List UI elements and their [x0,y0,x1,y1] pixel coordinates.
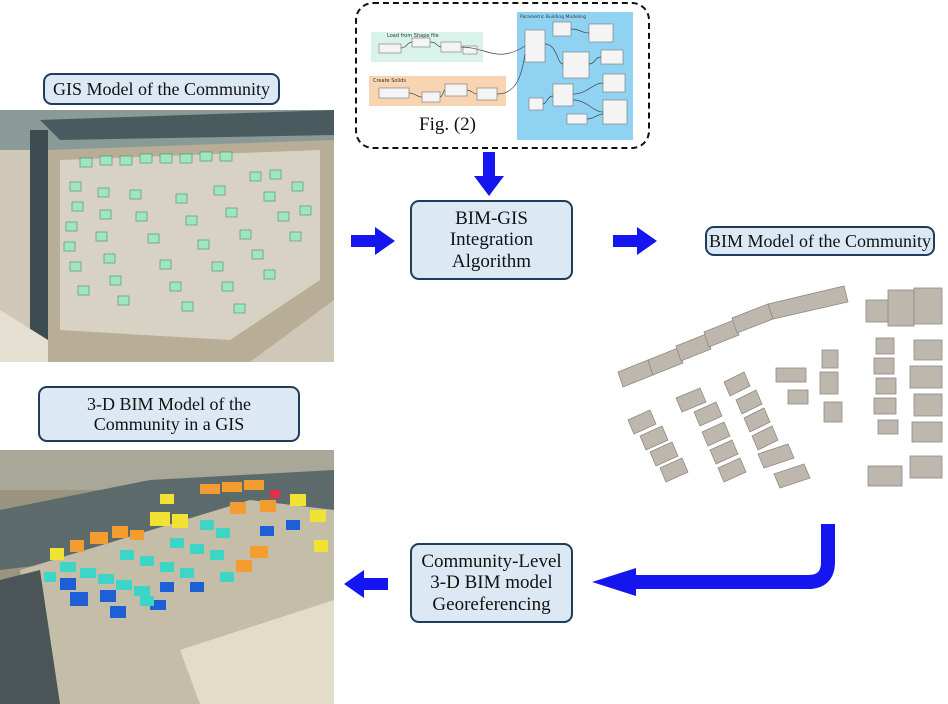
gis-model-label: GIS Model of the Community [43,73,280,105]
svg-text:Load from Shape file: Load from Shape file [387,33,439,39]
node-graph-thumbnail: Load from Shape file Parametric Building… [369,12,633,140]
integration-line-1: BIM-GIS [455,208,528,230]
georef-line-3: Georeferencing [432,593,551,615]
gis-3d-line-1: 3-D BIM Model of the [87,393,251,414]
bim-model-render [598,280,948,512]
left-arrow-icon [344,570,388,598]
bent-arrow-icon [592,524,835,596]
gis-3d-render [0,450,334,704]
integration-line-2: Integration [449,229,534,251]
right-arrow-icon [351,227,395,255]
svg-text:Create Solids: Create Solids [373,78,406,84]
georef-line-2: 3-D BIM model [430,572,553,594]
gis-satellite-image [0,110,334,362]
gis-3d-line-2: Community in a GIS [93,414,245,434]
right-arrow-icon [613,227,657,255]
bim-model-label-text: BIM Model of the Community [709,230,931,251]
gis-3d-label: 3-D BIM Model of the Community in a GIS [38,386,300,442]
integration-algorithm-box: BIM-GIS Integration Algorithm [410,200,573,280]
georeferencing-box: Community-Level 3-D BIM model Georeferen… [410,543,573,623]
down-arrow-icon [474,152,504,196]
fig-caption: Fig. (2) [419,114,476,135]
gis-model-label-text: GIS Model of the Community [53,78,270,99]
integration-line-3: Algorithm [451,250,532,272]
fig-2-panel: Load from Shape file Parametric Building… [355,2,650,149]
georef-line-1: Community-Level [421,551,562,573]
svg-text:Parametric Building Modeling: Parametric Building Modeling [520,14,586,20]
bim-model-label: BIM Model of the Community [705,226,935,256]
